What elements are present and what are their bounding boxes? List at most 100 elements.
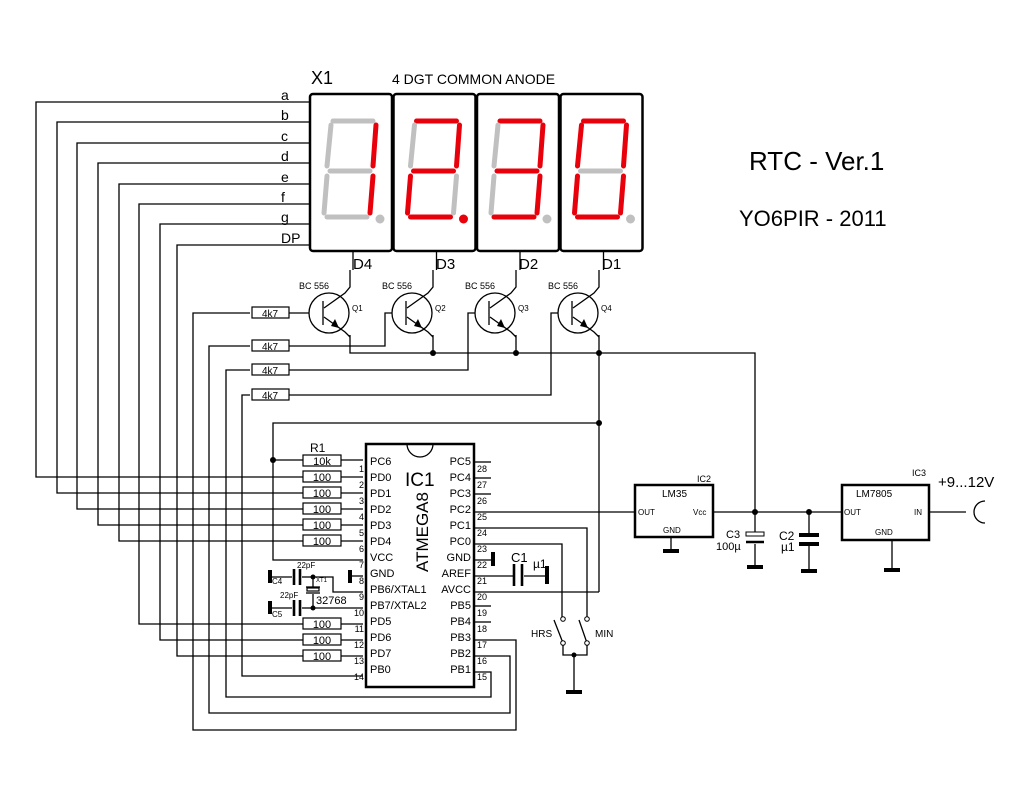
mcu-pin-name: PB1 — [450, 664, 471, 676]
capacitor-c2: C2 µ1 — [779, 512, 819, 573]
segment-label-f: f — [281, 189, 285, 205]
mcu-pin-name: GND — [370, 568, 395, 580]
c4-value: 22pF — [297, 561, 315, 570]
mcu-pin-number: 15 — [477, 672, 487, 682]
segment-dp — [626, 214, 635, 224]
mcu-pin-name: PC0 — [450, 536, 471, 548]
mcu-pin-name: PD1 — [370, 488, 391, 500]
mcu-part: ATMEGA8 — [413, 492, 432, 572]
switch-min-label: MIN — [595, 629, 613, 640]
schematic-title: RTC - Ver.1 — [749, 146, 884, 176]
segment-c — [534, 173, 543, 216]
digit-label-d4: D4 — [353, 256, 372, 273]
ic2-pin-gnd: GND — [663, 526, 681, 535]
mcu-pin-name: PC2 — [450, 504, 471, 516]
segment-resistor: 100 — [302, 470, 363, 484]
junction-dot — [513, 350, 519, 356]
base-resistor: 4k7 — [251, 363, 290, 377]
ic3-pin-out: OUT — [844, 508, 861, 517]
segment-dp — [542, 214, 552, 224]
junction-dot — [596, 350, 602, 356]
display-ref: X1 — [311, 68, 333, 88]
mcu-pin-number: 27 — [477, 480, 487, 490]
ic3-pin-gnd: GND — [875, 528, 893, 537]
c5-ref: C5 — [272, 610, 283, 619]
transistor-ref: Q2 — [435, 304, 446, 313]
r1-ref: R1 — [310, 441, 326, 455]
mcu-pin-name: PD4 — [370, 536, 391, 548]
ic3-lm7805: IC3 LM7805 OUT IN GND +9...12V — [840, 468, 994, 572]
segment-label-d: d — [281, 148, 289, 164]
mcu-pin-name: PD7 — [370, 648, 391, 660]
segment-e — [572, 173, 580, 216]
mcu-pin-number: 8 — [359, 576, 364, 586]
mcu-pin-name: PB3 — [450, 632, 471, 644]
r1-value: 10k — [313, 456, 331, 468]
segment-f — [324, 122, 334, 169]
segment-resistor-value: 100 — [313, 536, 331, 548]
base-resistor-value: 4k7 — [262, 391, 279, 402]
mcu-pin-number: 4 — [359, 512, 364, 522]
mcu-pin-name: PB6/XTAL1 — [370, 584, 427, 596]
junction-dot — [430, 350, 436, 356]
vcc-rail — [270, 335, 756, 593]
base-resistor: 4k7 — [251, 388, 290, 402]
ic2-ref: IC2 — [697, 474, 711, 484]
mcu-pin-name: GND — [447, 552, 472, 564]
segment-wire — [159, 223, 310, 641]
digit-3 — [475, 92, 561, 270]
segment-c — [618, 173, 626, 216]
c2-value: µ1 — [781, 540, 795, 554]
switches: HRS MIN — [531, 616, 613, 694]
segment-b — [621, 122, 629, 169]
segment-resistor-value: 100 — [313, 504, 331, 516]
segment-b — [454, 122, 462, 169]
mcu-pin-number: 13 — [354, 656, 364, 666]
crystal-circuit: 22pF C4 XT1 32768 22pF C5 — [268, 561, 363, 619]
segment-resistor-value: 100 — [313, 472, 331, 484]
segment-label-dp: DP — [281, 230, 300, 246]
segment-resistor-value: 100 — [313, 619, 331, 631]
segment-label-b: b — [281, 107, 289, 123]
ic2-pin-out: OUT — [638, 508, 655, 517]
ic3-part: LM7805 — [856, 489, 893, 500]
mcu-pin-name: PB0 — [370, 664, 391, 676]
mcu-pin-name: AREF — [442, 568, 472, 580]
segment-label-g: g — [281, 209, 289, 225]
c5-value: 22pF — [280, 591, 298, 600]
mcu-pin-name: PC5 — [450, 456, 471, 468]
transistor-ref: Q4 — [601, 304, 612, 313]
mcu-pin-number: 2 — [359, 480, 364, 490]
mcu-pin-number: 6 — [359, 544, 364, 554]
c2-ref: C2 — [779, 529, 795, 543]
c1-ref: C1 — [511, 550, 528, 565]
segment-c — [367, 173, 376, 216]
mcu-pin-name: PC4 — [450, 472, 471, 484]
segment-b — [370, 122, 379, 169]
mcu-pin-number: 20 — [477, 592, 487, 602]
transistor-type: BC 556 — [465, 281, 495, 291]
segment-wire — [56, 121, 310, 494]
digit-2 — [392, 92, 477, 270]
ic2-pin-vcc: Vcc — [693, 508, 706, 517]
capacitor-c3: C3 100µ — [716, 512, 765, 569]
segment-resistor: 100 — [302, 486, 363, 500]
ic2-part: LM35 — [662, 489, 687, 500]
mcu-right-wiring: C1 µ1 — [192, 312, 634, 731]
segment-e — [321, 173, 330, 216]
mcu-pin-number: 12 — [354, 640, 364, 650]
base-resistor: 4k7 — [251, 339, 290, 353]
mcu-pin-number: 10 — [354, 608, 364, 618]
mcu-pin-number: 25 — [477, 512, 487, 522]
transistor-ref: Q3 — [518, 304, 529, 313]
base-resistor-value: 4k7 — [262, 342, 279, 353]
segment-wire — [118, 183, 310, 542]
mcu-pin-number: 24 — [477, 528, 487, 538]
mcu-pin-name: PD5 — [370, 616, 391, 628]
segment-resistor: 100 — [302, 617, 363, 631]
transistor-ref: Q1 — [352, 304, 363, 313]
